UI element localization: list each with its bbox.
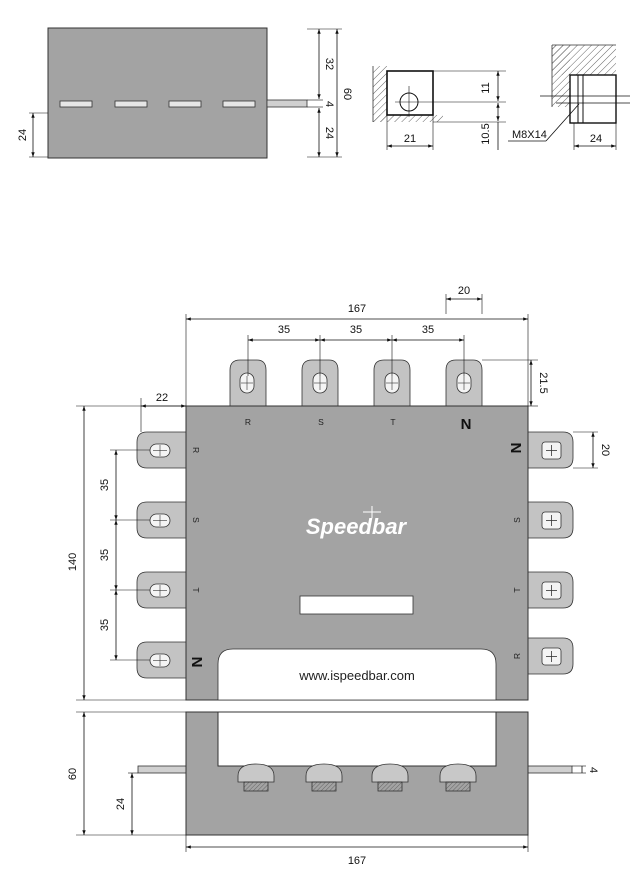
overall-height-label: 140 bbox=[67, 553, 79, 571]
top-terminal-n bbox=[445, 359, 483, 407]
front-lower-label: 24 bbox=[323, 127, 335, 139]
tab-pitch-label: 35 bbox=[350, 324, 362, 336]
side-terminal-block bbox=[569, 74, 617, 124]
top-terminals bbox=[229, 359, 483, 407]
left-terminals bbox=[136, 431, 187, 679]
front-slot bbox=[114, 100, 148, 108]
front-height-label: 60 bbox=[341, 88, 353, 100]
side-bolt-leader bbox=[545, 103, 580, 142]
side-pitch-label: 35 bbox=[99, 479, 111, 491]
front-view-body bbox=[47, 27, 268, 159]
front-thickness-label: 4 bbox=[323, 101, 335, 107]
phase-label: T bbox=[191, 587, 201, 592]
side-offset-label: 22 bbox=[156, 392, 168, 404]
right-terminal-s bbox=[527, 501, 574, 539]
phase-label-neutral: N bbox=[188, 657, 205, 668]
window-cutout bbox=[217, 648, 497, 701]
bottom-terminal-stub-right bbox=[527, 765, 573, 774]
section-offset-label: 10.5 bbox=[480, 123, 492, 144]
terminal-section-view: 11 10.5 21 bbox=[372, 66, 506, 150]
tab-pitch-label: 35 bbox=[278, 324, 290, 336]
section-hatch-bottom bbox=[373, 115, 443, 122]
left-terminal-s bbox=[136, 501, 187, 539]
phase-label-neutral: N bbox=[508, 443, 525, 454]
left-terminal-n bbox=[136, 641, 187, 679]
left-phase-labels: R S T N bbox=[188, 447, 205, 667]
phase-label: S bbox=[512, 517, 522, 523]
bottom-bolts bbox=[237, 763, 477, 792]
side-bolt-label: M8X14 bbox=[512, 129, 547, 141]
phase-label: T bbox=[390, 417, 395, 427]
left-terminal-r bbox=[136, 431, 187, 469]
bottom-body bbox=[185, 711, 529, 836]
overall-width-label: 167 bbox=[348, 303, 366, 315]
section-hatch-left bbox=[373, 66, 387, 122]
bottom-bolt bbox=[237, 763, 275, 792]
section-terminal-block bbox=[386, 70, 434, 116]
right-phase-labels: N S T R bbox=[508, 443, 525, 659]
bottom-view: 60 24 4 167 bbox=[67, 711, 599, 867]
front-view-slots bbox=[59, 100, 256, 108]
phase-label-neutral: N bbox=[461, 416, 472, 433]
side-tab-height-label: 20 bbox=[599, 444, 611, 456]
section-height-label: 11 bbox=[480, 82, 492, 93]
right-terminal-r bbox=[527, 637, 574, 675]
phase-label: T bbox=[512, 587, 522, 592]
bottom-inner-height-label: 24 bbox=[115, 798, 127, 810]
side-hatch-left bbox=[552, 45, 570, 107]
front-slot bbox=[222, 100, 256, 108]
side-pitch-label: 35 bbox=[99, 619, 111, 631]
bottom-thickness-label: 4 bbox=[587, 767, 599, 773]
front-left-height-label: 24 bbox=[17, 129, 29, 141]
label-slot bbox=[299, 595, 414, 615]
tab-height-label: 21.5 bbox=[537, 372, 549, 393]
tab-pitch-label: 35 bbox=[422, 324, 434, 336]
tab-width-label: 20 bbox=[458, 285, 470, 297]
front-view: 24 32 4 24 60 bbox=[17, 27, 353, 159]
side-width-label: 24 bbox=[590, 133, 602, 145]
phase-label: S bbox=[318, 417, 324, 427]
phase-label: S bbox=[191, 517, 201, 523]
bottom-height-label: 60 bbox=[67, 768, 79, 780]
front-slot bbox=[168, 100, 202, 108]
top-phase-labels: R S T N bbox=[245, 416, 471, 433]
top-terminal-s bbox=[301, 359, 339, 407]
right-terminal-n bbox=[527, 431, 574, 469]
bottom-bolt bbox=[439, 763, 477, 792]
right-terminals bbox=[527, 431, 574, 675]
front-upper-label: 32 bbox=[323, 58, 335, 70]
brand-logo: Speedbar bbox=[306, 514, 408, 539]
bottom-terminal-stub-left bbox=[137, 765, 187, 774]
left-terminal-t bbox=[136, 571, 187, 609]
front-view-terminal-stub bbox=[266, 99, 308, 108]
main-view: Speedbar www.ispeedbar.com R S T N R S T… bbox=[67, 285, 611, 701]
bottom-bolt bbox=[371, 763, 409, 792]
brand-star-icon bbox=[363, 506, 381, 518]
front-slot bbox=[59, 100, 93, 108]
phase-label: R bbox=[245, 417, 251, 427]
bottom-width-label: 167 bbox=[348, 855, 366, 867]
website-url: www.ispeedbar.com bbox=[298, 668, 415, 683]
right-terminal-t bbox=[527, 571, 574, 609]
phase-label: R bbox=[191, 447, 201, 453]
section-width-label: 21 bbox=[404, 133, 416, 145]
top-terminal-t bbox=[373, 359, 411, 407]
side-pitch-label: 35 bbox=[99, 549, 111, 561]
bottom-bolt bbox=[305, 763, 343, 792]
phase-label: R bbox=[512, 653, 522, 659]
top-terminal-r bbox=[229, 359, 267, 407]
side-section-view: M8X14 24 bbox=[508, 44, 630, 150]
